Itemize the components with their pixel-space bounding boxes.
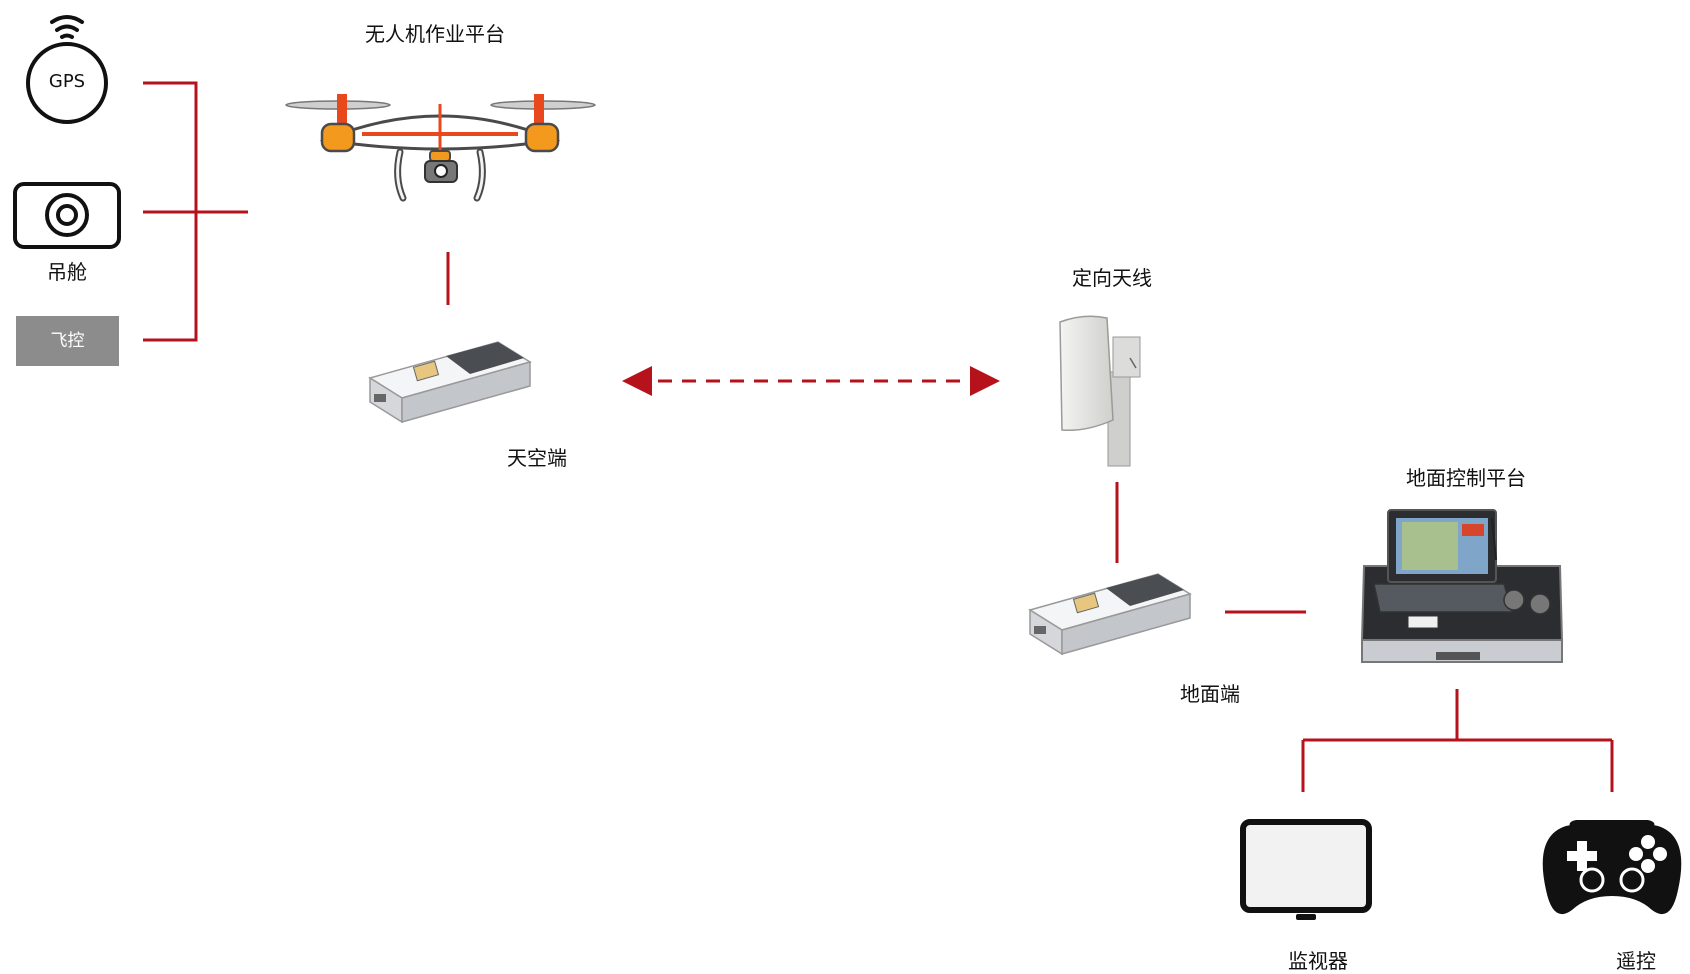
monitor-icon [1240,819,1372,920]
directional-antenna-icon [1059,315,1141,467]
uav-platform-title: 无人机作业平台 [365,22,505,46]
gimbal-label: 吊舱 [47,260,87,284]
gps-icon [26,15,108,124]
directional-antenna-label: 定向天线 [1072,266,1152,290]
ground-terminal-module-icon [1028,573,1192,656]
camera-gimbal-icon [13,182,121,249]
air-terminal-module-icon [368,341,532,424]
flight-control-box: 飞控 [16,316,119,366]
quadcopter-drone-icon [285,94,596,202]
connectors [143,81,1614,792]
remote-control-label: 遥控 [1616,949,1656,973]
ground-terminal-label: 地面端 [1180,682,1240,706]
gps-label: GPS [48,71,86,92]
air-terminal-label: 天空端 [507,446,567,470]
connector-station-to-peripherals [1301,689,1614,792]
monitor-label: 监视器 [1288,949,1348,973]
laptop-ground-station-icon [1360,509,1564,663]
ground-control-platform-title: 地面控制平台 [1406,466,1526,490]
gamepad-icon [1542,820,1682,915]
